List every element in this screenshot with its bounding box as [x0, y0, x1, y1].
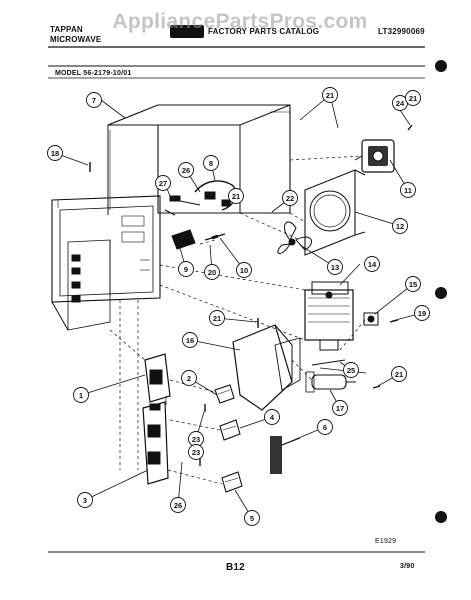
- callout-label: 26: [182, 166, 190, 175]
- callout-label: 23: [192, 435, 200, 444]
- callout-label: 21: [232, 192, 240, 201]
- callout-label: 17: [336, 404, 344, 413]
- callout-21: 21: [391, 366, 407, 382]
- callout-label: 4: [270, 413, 275, 422]
- callout-label: 3: [83, 496, 87, 505]
- callout-label: 26: [174, 501, 182, 510]
- callout-label: 2: [187, 374, 191, 383]
- callout-label: 12: [396, 222, 404, 231]
- callout-13: 13: [327, 259, 343, 275]
- callout-9: 9: [178, 261, 194, 277]
- callout-8: 8: [203, 155, 219, 171]
- callout-label: 18: [51, 149, 59, 158]
- callout-label: 21: [213, 314, 221, 323]
- callout-23: 23: [188, 444, 204, 460]
- model-number: MODEL 56-2179-10/01: [55, 70, 132, 77]
- callout-label: 22: [286, 194, 294, 203]
- callout-label: 16: [186, 336, 194, 345]
- callout-label: 25: [347, 366, 355, 375]
- callout-4: 4: [264, 409, 280, 425]
- callout-label: 5: [250, 514, 254, 523]
- callout-label: 23: [192, 448, 200, 457]
- callout-27: 27: [155, 175, 171, 191]
- brand-line-2: MICROWAVE: [50, 35, 102, 44]
- brand-line-1: TAPPAN: [50, 25, 83, 34]
- callout-3: 3: [77, 492, 93, 508]
- callout-6: 6: [317, 419, 333, 435]
- callout-label: 10: [240, 266, 248, 275]
- catalog-date: 3/90: [400, 563, 415, 570]
- callout-label: 1: [79, 391, 83, 400]
- callout-12: 12: [392, 218, 408, 234]
- callout-2: 2: [181, 370, 197, 386]
- callout-label: 15: [409, 280, 417, 289]
- callout-1: 1: [73, 387, 89, 403]
- callout-21: 21: [228, 188, 244, 204]
- callout-22: 22: [282, 190, 298, 206]
- callout-15: 15: [405, 276, 421, 292]
- callout-20: 20: [204, 264, 220, 280]
- callout-26: 26: [178, 162, 194, 178]
- callout-17: 17: [332, 400, 348, 416]
- callout-14: 14: [364, 256, 380, 272]
- callout-label: 21: [409, 94, 417, 103]
- callout-19: 19: [414, 305, 430, 321]
- callout-label: 7: [92, 96, 96, 105]
- catalog-logo: [170, 25, 204, 38]
- catalog-number: LT32990069: [378, 27, 425, 36]
- callout-18: 18: [47, 145, 63, 161]
- callout-label: 24: [396, 99, 405, 108]
- callout-label: 11: [404, 186, 412, 195]
- callout-label: 20: [208, 268, 216, 277]
- callout-16: 16: [182, 332, 198, 348]
- callout-21: 21: [322, 87, 338, 103]
- callout-7: 7: [86, 92, 102, 108]
- page-number: B12: [226, 562, 245, 573]
- callout-label: 14: [368, 260, 377, 269]
- callout-label: 19: [418, 309, 426, 318]
- callout-label: 13: [331, 263, 339, 272]
- callout-25: 25: [343, 362, 359, 378]
- callout-26: 26: [170, 497, 186, 513]
- catalog-title: FACTORY PARTS CATALOG: [208, 27, 320, 36]
- callout-21: 21: [209, 310, 225, 326]
- callout-label: 21: [395, 370, 403, 379]
- callout-label: 8: [209, 159, 213, 168]
- callout-21: 21: [405, 90, 421, 106]
- callout-10: 10: [236, 262, 252, 278]
- callout-label: 27: [159, 179, 167, 188]
- callout-label: 9: [184, 265, 188, 274]
- callout-11: 11: [400, 182, 416, 198]
- callout-label: 6: [323, 423, 327, 432]
- callout-5: 5: [244, 510, 260, 526]
- diagram-code: E1929: [375, 538, 397, 545]
- callout-label: 21: [326, 91, 334, 100]
